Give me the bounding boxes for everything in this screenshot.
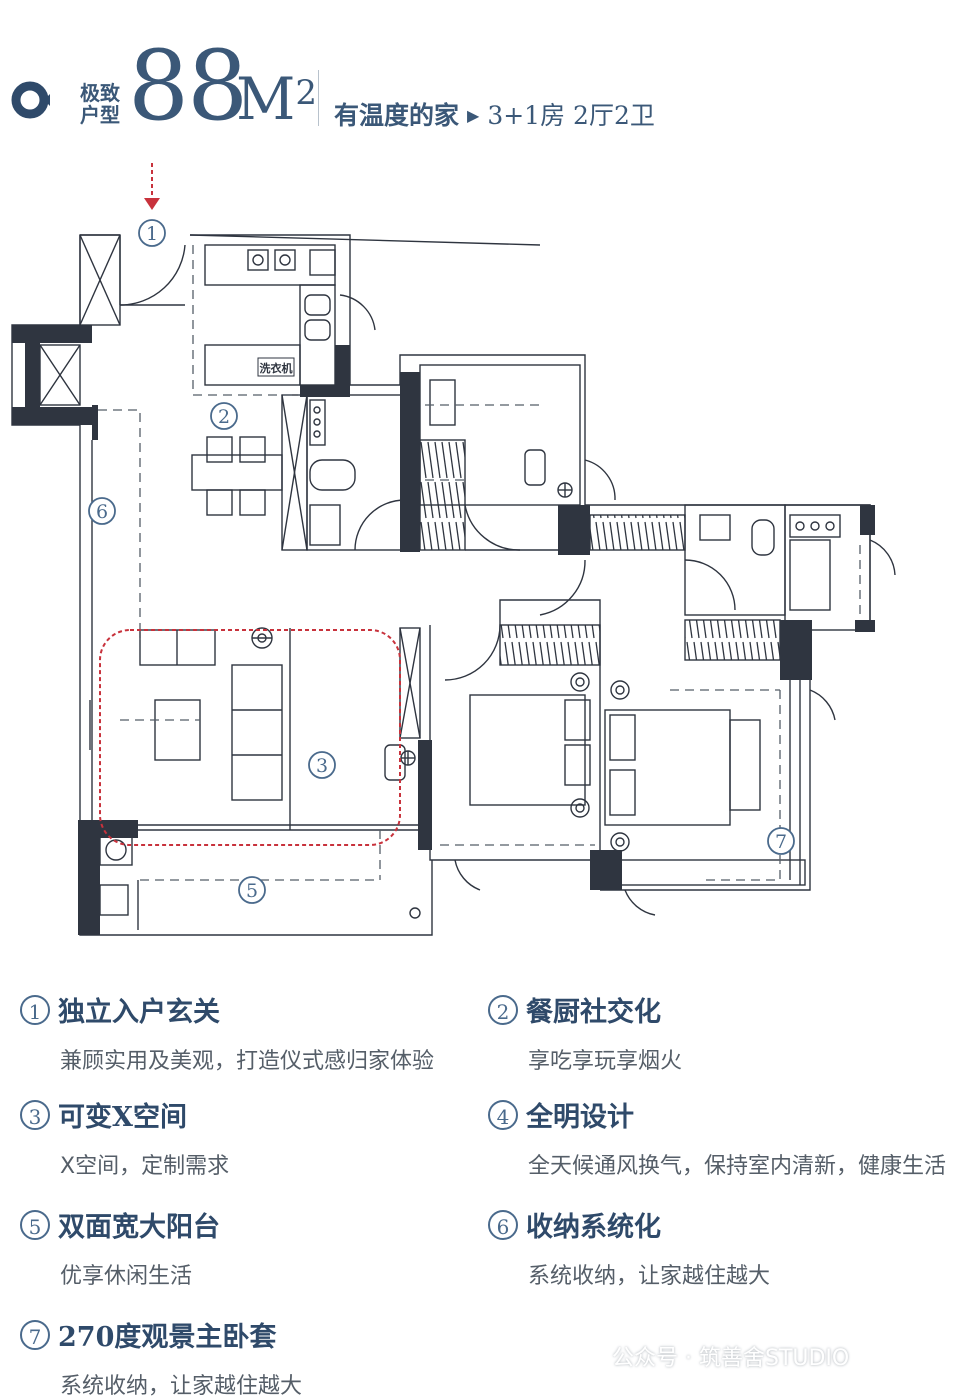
plan-marker-label: 6	[96, 501, 108, 523]
floor-plan: 洗衣机 1 2 3 5 6 7	[11, 163, 896, 936]
watermark: 公众号 · 筑善舍STUDIO	[612, 1346, 850, 1371]
feature-desc: 系统收纳，让家越住越大	[60, 1374, 303, 1399]
header: 极致 户型 88 M2 有温度的家▶3+1房 2厅2卫	[0, 0, 960, 150]
logo-ring-icon	[11, 81, 50, 119]
area-number: 88	[128, 30, 248, 142]
header-divider	[318, 70, 319, 126]
feature-number-badge: 5	[20, 1209, 50, 1240]
feature-list: 1 独立入户玄关 兼顾实用及美观，打造仪式感归家体验 2 餐厨社交化 享吃享玩享烟火…	[0, 990, 960, 1399]
feature-number-badge: 2	[488, 994, 518, 1025]
plan-marker-3: 3	[308, 751, 336, 779]
feature-item: 3 可变X空间 X空间，定制需求	[20, 1095, 480, 1180]
area-unit: M2	[236, 65, 318, 133]
feature-desc: 全天候通风换气，保持室内清新，健康生活	[528, 1154, 947, 1179]
feature-title: 270度观景主卧套	[58, 1322, 277, 1353]
plan-marker-label: 1	[146, 223, 158, 245]
feature-title: 双面宽大阳台	[58, 1212, 220, 1243]
feature-item: 2 餐厨社交化 享吃享玩享烟火	[488, 990, 948, 1075]
feature-title: 可变X空间	[58, 1102, 187, 1133]
plan-marker-2: 2	[210, 402, 238, 430]
feature-title: 餐厨社交化	[526, 997, 661, 1028]
plan-marker-5: 5	[238, 876, 266, 904]
feature-number-badge: 7	[20, 1319, 50, 1350]
feature-title: 全明设计	[526, 1102, 634, 1133]
layout-label: 极致 户型	[80, 81, 120, 127]
feature-item: 4 全明设计 全天候通风换气，保持室内清新，健康生活	[488, 1095, 948, 1180]
tagline: 有温度的家▶3+1房 2厅2卫	[334, 101, 655, 130]
plan-marker-1: 1	[138, 219, 166, 247]
plan-marker-7: 7	[767, 827, 795, 855]
feature-item: 1 独立入户玄关 兼顾实用及美观，打造仪式感归家体验	[20, 990, 480, 1075]
x-space-highlight	[99, 629, 401, 846]
feature-title: 独立入户玄关	[58, 997, 220, 1028]
plan-markers: 1 2 3 5 6 7	[88, 219, 795, 904]
feature-item: 7 270度观景主卧套 系统收纳，让家越住越大	[20, 1315, 480, 1400]
feature-number-badge: 1	[20, 994, 50, 1025]
feature-number-badge: 3	[20, 1099, 50, 1130]
plan-marker-label: 5	[246, 880, 258, 902]
entrance-arrow-icon	[144, 198, 160, 210]
feature-desc: 优享休闲生活	[60, 1264, 193, 1289]
feature-desc: 享吃享玩享烟火	[528, 1049, 683, 1074]
feature-number-badge: 6	[488, 1209, 518, 1240]
feature-item: 6 收纳系统化 系统收纳，让家越住越大	[488, 1205, 948, 1290]
plan-marker-label: 3	[316, 755, 328, 777]
feature-title: 收纳系统化	[526, 1212, 661, 1243]
feature-desc: 兼顾实用及美观，打造仪式感归家体验	[60, 1049, 435, 1074]
plan-marker-6: 6	[88, 497, 116, 525]
feature-desc: X空间，定制需求	[60, 1154, 230, 1179]
feature-number-badge: 4	[488, 1099, 518, 1130]
feature-item: 5 双面宽大阳台 优享休闲生活	[20, 1205, 480, 1290]
plan-marker-label: 2	[218, 406, 230, 428]
washing-machine-label: 洗衣机	[260, 361, 293, 375]
plan-marker-label: 7	[775, 831, 787, 853]
feature-desc: 系统收纳，让家越住越大	[528, 1264, 771, 1289]
triangle-right-icon: ▶	[467, 106, 480, 125]
room-spec: 3+1房 2厅2卫	[487, 101, 655, 130]
